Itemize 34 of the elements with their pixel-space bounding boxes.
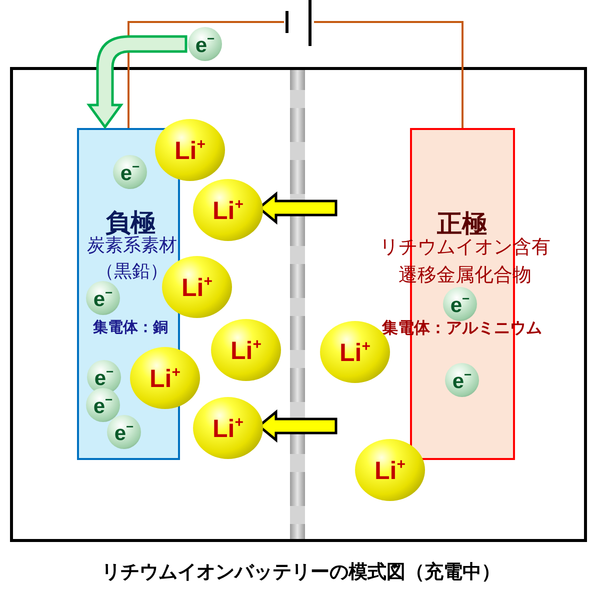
electron-ball bbox=[188, 27, 222, 61]
collector-label: 集電体：銅 bbox=[92, 317, 169, 338]
electron-ball bbox=[443, 287, 477, 321]
electron-symbol: e$^{−}$ bbox=[450, 292, 470, 316]
electron-symbol: e$^{−}$ bbox=[114, 420, 134, 444]
ion-symbol: Li$^{+}$ bbox=[212, 414, 244, 442]
caption: リチウムイオンバッテリーの模式図（充電中） bbox=[100, 560, 502, 585]
electron-ball bbox=[445, 363, 479, 397]
block-arrow bbox=[88, 35, 188, 128]
material-label: 炭素系素材（黒鉛） bbox=[86, 235, 178, 284]
electron-symbol: e$^{−}$ bbox=[93, 393, 113, 417]
ion-symbol: Li$^{+}$ bbox=[340, 338, 370, 366]
electron-symbol: e$^{−}$ bbox=[195, 32, 215, 56]
electron-symbol: e$^{−}$ bbox=[94, 365, 114, 389]
electrode-title: 正極 bbox=[436, 208, 488, 239]
electron-ball bbox=[86, 281, 120, 315]
electron-ball bbox=[86, 388, 120, 422]
electron-ball bbox=[113, 155, 147, 189]
battery-case bbox=[10, 67, 587, 542]
wire bbox=[128, 21, 284, 128]
ion-symbol: Li$^{+}$ bbox=[230, 336, 262, 364]
electron-ball bbox=[107, 415, 141, 449]
battery-symbol bbox=[284, 0, 314, 46]
electrode-title: 負極 bbox=[104, 207, 156, 237]
ion-symbol: Li$^{+}$ bbox=[182, 274, 212, 300]
ion-symbol: Li$^{+}$ bbox=[150, 364, 180, 392]
ion-symbol: Li$^{+}$ bbox=[212, 196, 244, 224]
electron-symbol: e$^{−}$ bbox=[120, 160, 140, 184]
ion-symbol: Li$^{+}$ bbox=[174, 136, 206, 164]
electron-symbol: e$^{−}$ bbox=[452, 368, 472, 392]
ion-symbol: Li$^{+}$ bbox=[374, 456, 406, 484]
electron-ball bbox=[87, 360, 121, 394]
electron-symbol: e$^{−}$ bbox=[93, 286, 113, 310]
wire bbox=[314, 21, 464, 128]
